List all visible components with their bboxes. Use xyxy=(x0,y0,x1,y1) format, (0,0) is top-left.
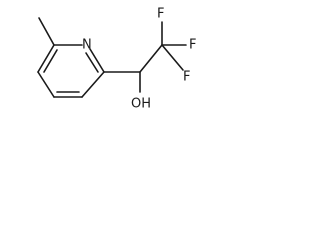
bond-methyl xyxy=(38,17,55,46)
bond-c-f3 xyxy=(161,44,184,71)
bond-n1-c2-inner xyxy=(85,52,99,73)
fluorine-label-right: F xyxy=(189,38,196,53)
bond-c2-c3 xyxy=(81,71,105,98)
hydroxyl-label: OH xyxy=(131,97,151,112)
molecule-structure: N F F F OH xyxy=(37,7,196,112)
bond-c5-c6-inner xyxy=(43,49,58,73)
fluorine-label-top: F xyxy=(157,7,164,22)
nitrogen-label: N xyxy=(82,38,92,53)
bond-c4-c5 xyxy=(37,71,55,98)
bond-carbinol-cf3 xyxy=(139,44,163,73)
bond-n1-c2 xyxy=(89,48,105,73)
bond-c5-c6 xyxy=(37,44,55,73)
fluorine-label-bottom: F xyxy=(183,70,190,85)
